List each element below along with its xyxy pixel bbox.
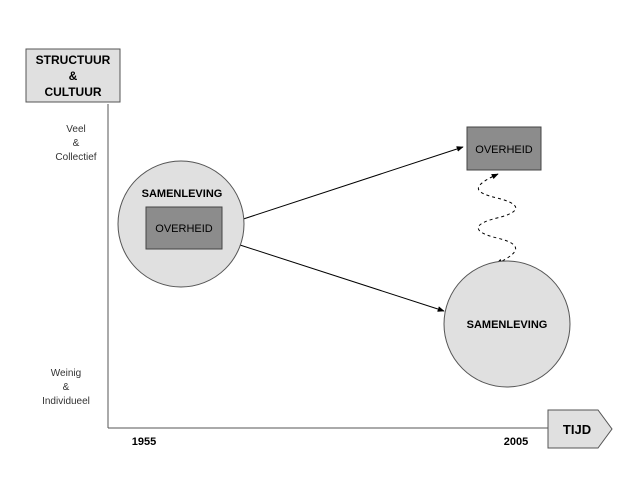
government-1955-box: [145, 206, 223, 250]
society-2005-circle: [443, 260, 571, 388]
society-1955-label: SAMENLEVING: [142, 188, 223, 200]
government-2005-label: OVERHEID: [475, 144, 533, 156]
arrow-to-society-2005: [239, 244, 445, 312]
x-axis-title-arrow: [547, 409, 613, 449]
x-axis-end-label: 2005: [504, 436, 528, 448]
y-axis-title-line-1: STRUCTUUR: [36, 53, 111, 67]
arrow-to-government-2005: [221, 146, 464, 227]
y-axis-top-label-line-2: &: [73, 138, 80, 149]
y-axis-top-label-line-1: Veel: [66, 124, 85, 135]
y-axis-bottom-label-line-2: &: [63, 382, 70, 393]
y-axis-title-line-2: &: [69, 69, 78, 83]
government-1955-label: OVERHEID: [155, 223, 213, 235]
y-axis-bottom-label-line-1: Weinig: [51, 368, 81, 379]
y-axis-title-line-3: CULTUUR: [44, 85, 101, 99]
society-2005-label: SAMENLEVING: [467, 319, 548, 331]
y-axis-bottom-label-line-3: Individueel: [42, 396, 90, 407]
y-axis-top-label-line-3: Collectief: [55, 152, 96, 163]
wavy-relation-connector: [477, 173, 517, 265]
government-2005-box: [466, 126, 542, 171]
x-axis-title: TIJD: [563, 422, 591, 437]
x-axis-start-label: 1955: [132, 436, 156, 448]
y-axis-title-box: [25, 48, 121, 103]
